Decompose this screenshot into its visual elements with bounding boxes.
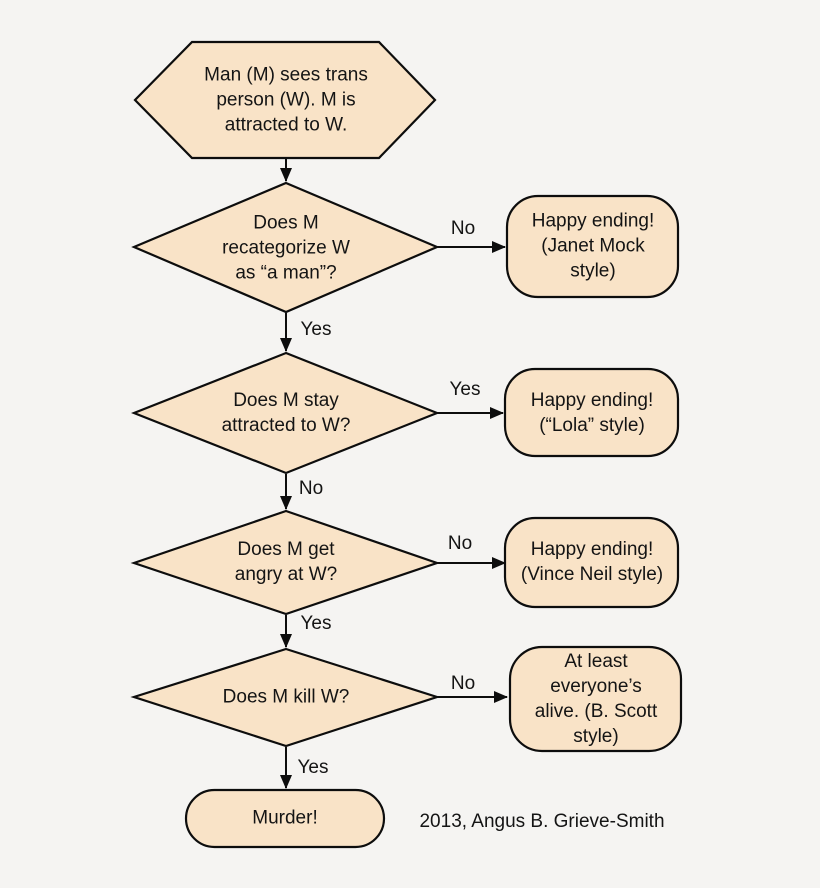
branch-label-yes-2: Yes bbox=[449, 379, 481, 400]
outcome-4-shape bbox=[508, 645, 683, 753]
decision-4-shape bbox=[130, 647, 441, 748]
branch-label-no-2: No bbox=[298, 478, 324, 499]
branch-label-no-1: No bbox=[450, 218, 476, 239]
decision-1-shape bbox=[131, 181, 440, 314]
credit-text: 2013, Angus B. Grieve-Smith bbox=[419, 811, 665, 832]
branch-label-yes-1: Yes bbox=[300, 319, 332, 340]
decision-3-label: Does M get angry at W? bbox=[234, 539, 338, 585]
decision-1-label: Does M recategorize W as “a man”? bbox=[222, 212, 350, 284]
outcome-2-label: Happy ending! (“Lola” style) bbox=[530, 390, 654, 436]
start-node-label: Man (M) sees trans person (W). M is attr… bbox=[204, 64, 368, 136]
outcome-1-label: Happy ending! (Janet Mock style) bbox=[531, 210, 655, 282]
end-node-label: Murder! bbox=[252, 807, 318, 829]
outcome-4-label: At least everyone’s alive. (B. Scott sty… bbox=[534, 651, 658, 747]
branch-label-no-3: No bbox=[447, 533, 473, 554]
outcome-3-shape bbox=[503, 516, 680, 609]
outcome-1-shape bbox=[505, 194, 680, 299]
decision-3-shape bbox=[130, 509, 441, 616]
decision-2-label: Does M stay attracted to W? bbox=[221, 390, 351, 436]
outcome-3-label: Happy ending! (Vince Neil style) bbox=[520, 539, 664, 585]
start-node-shape bbox=[133, 40, 437, 160]
end-node-shape bbox=[184, 788, 386, 849]
decision-4-label: Does M kill W? bbox=[222, 686, 350, 708]
outcome-2-shape bbox=[503, 367, 680, 458]
branch-label-no-4: No bbox=[450, 673, 476, 694]
branch-label-yes-4: Yes bbox=[297, 757, 329, 778]
decision-2-shape bbox=[131, 351, 440, 475]
branch-label-yes-3: Yes bbox=[300, 613, 332, 634]
